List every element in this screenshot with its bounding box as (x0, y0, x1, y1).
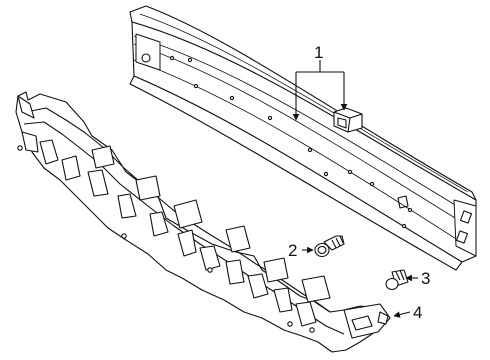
callout-3: 3 (421, 269, 430, 288)
callout-2: 2 (288, 241, 297, 260)
push-clip (385, 269, 409, 291)
callout-4-leader (393, 311, 411, 318)
callout-1: 1 (314, 43, 323, 62)
bolt (314, 235, 345, 258)
energy-absorber (15, 91, 391, 353)
reinforcement-beam (129, 5, 477, 271)
callout-1-leader (292, 60, 348, 121)
callout-4: 4 (413, 303, 422, 322)
